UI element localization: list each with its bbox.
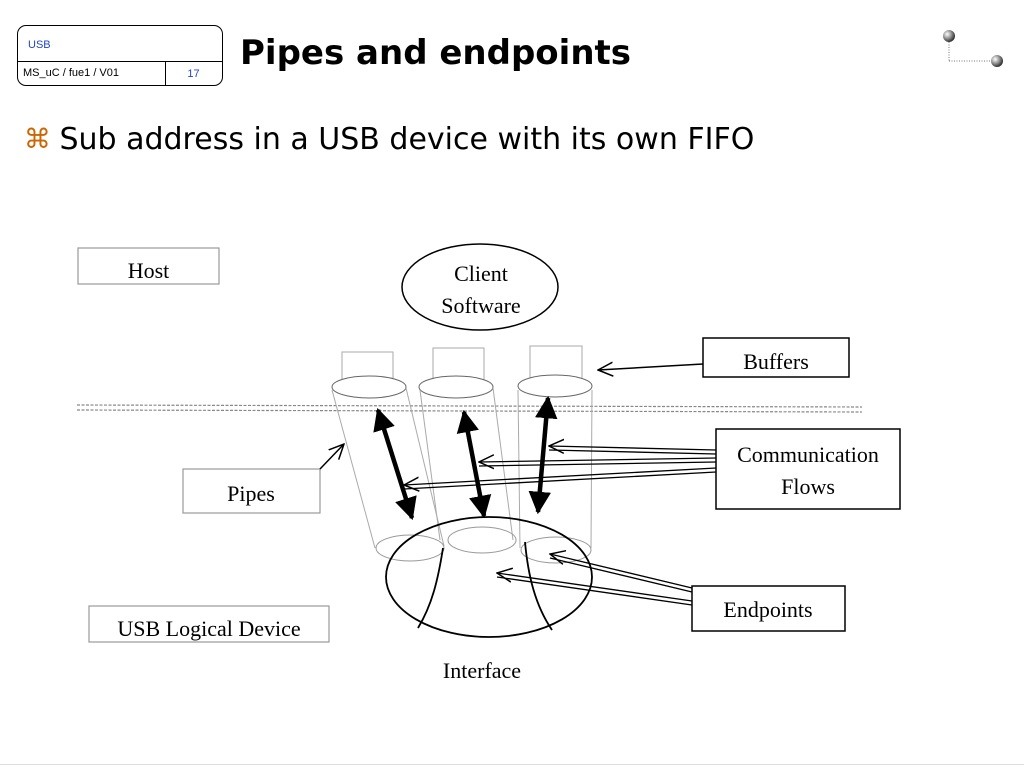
- client-label-line2: Software: [441, 293, 520, 318]
- logo-icon: [943, 30, 1003, 67]
- client-label-line1: Client: [454, 261, 508, 286]
- pipes-label-box: Pipes: [182, 468, 321, 514]
- pipe-flow-arrows: [373, 395, 558, 521]
- bullet-text: Sub address in a USB device with its own…: [59, 122, 755, 157]
- interface-label: Interface: [443, 658, 521, 683]
- host-box: Host: [77, 247, 220, 285]
- communication-flows-box: Communication Flows: [715, 428, 901, 510]
- endpoints-box: Endpoints: [691, 585, 846, 632]
- bullet-icon: ⌘: [24, 124, 51, 155]
- header-subject-row: USB: [18, 26, 222, 62]
- host-label: Host: [128, 258, 170, 283]
- communication-pointer-arrows: [404, 446, 717, 489]
- footer-divider: [0, 764, 1024, 765]
- buffers-pointer-arrow: [598, 364, 704, 370]
- bullet-item: ⌘ Sub address in a USB device with its o…: [24, 122, 754, 157]
- buffers-label-box: Buffers: [702, 337, 850, 378]
- header-separator: [165, 62, 166, 85]
- endpoints-label: Endpoints: [723, 597, 812, 622]
- pipe-cylinders: [331, 374, 593, 564]
- pipes-label: Pipes: [227, 481, 275, 506]
- header-info-row: MS_uC / fue1 / V01 17: [18, 62, 222, 85]
- endpoints-pointer-arrows: [497, 554, 693, 606]
- comm-label-line1: Communication: [737, 442, 879, 467]
- slide-title: Pipes and endpoints: [240, 33, 632, 73]
- client-software-node: Client Software: [401, 243, 559, 331]
- slide-header-box: USB MS_uC / fue1 / V01 17: [17, 25, 223, 86]
- usb-logical-device-box: USB Logical Device: [88, 605, 330, 643]
- pipes-pointer-arrow: [319, 444, 344, 470]
- interface-node: [385, 516, 593, 638]
- buffers-label: Buffers: [743, 349, 809, 374]
- header-course: MS_uC / fue1 / V01: [23, 67, 119, 79]
- header-subject: USB: [28, 39, 51, 51]
- host-device-boundary: [76, 404, 863, 413]
- comm-label-line2: Flows: [781, 474, 835, 499]
- header-page-number: 17: [187, 68, 200, 80]
- usb-logical-device-label: USB Logical Device: [117, 616, 300, 641]
